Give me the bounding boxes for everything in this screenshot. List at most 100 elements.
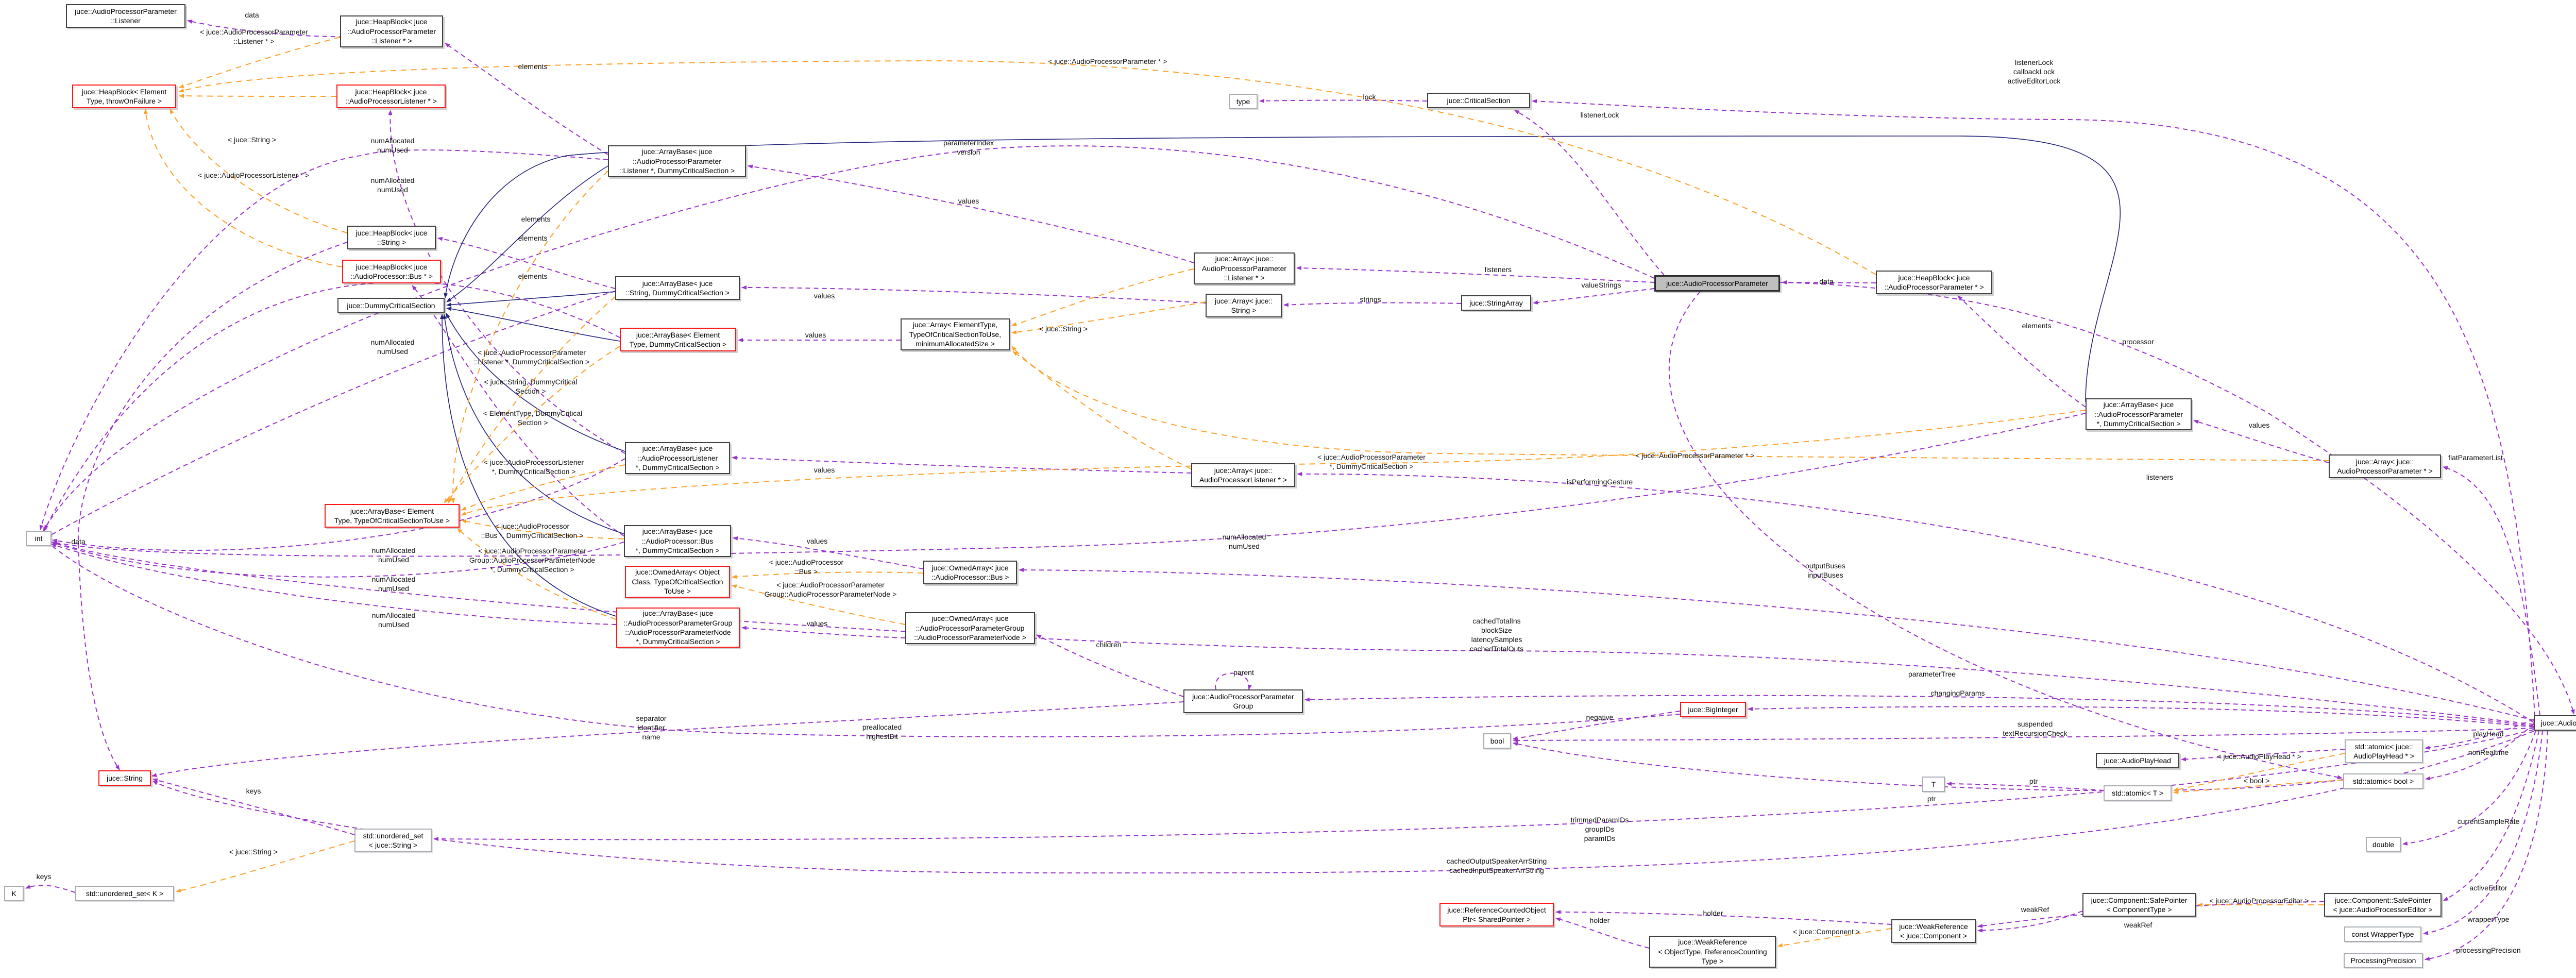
node-label-line: ::AudioProcessorParameter * > [1884, 283, 1984, 291]
edge-label: values [805, 331, 826, 340]
edge-label-line: children [1096, 640, 1122, 649]
edge-label: values [958, 197, 979, 206]
node-arraybase-parameternode[interactable]: juce::ArrayBase< juce::AudioProcessorPar… [616, 608, 740, 648]
edge-label: < juce::AudioProcessor::Bus > [769, 558, 843, 577]
node-unordered-set-string[interactable]: std::unordered_set< juce::String > [354, 829, 432, 852]
node-heapblock-audioprocessorlistener[interactable]: juce::HeapBlock< juce::AudioProcessorLis… [336, 85, 446, 108]
node-arraybase-string[interactable]: juce::ArrayBase< juce::String, DummyCrit… [615, 276, 740, 300]
node-weak-reference-component[interactable]: juce::WeakReference< juce::Component > [1891, 919, 1976, 943]
node-ownedarray-parameternode[interactable]: juce::OwnedArray< juce::AudioProcessorPa… [905, 612, 1035, 644]
node-safepointer-template[interactable]: juce::Component::SafePointer< ComponentT… [2082, 893, 2196, 917]
diagram-edge [170, 109, 348, 233]
node-int-box[interactable]: int [26, 531, 52, 546]
node-label-line: ProcessingPrecision [2350, 956, 2416, 965]
edge-label: listeners [2146, 473, 2173, 482]
node-label-line: type [1236, 97, 1250, 106]
node-safepointer-editor[interactable]: juce::Component::SafePointer< juce::Audi… [2324, 893, 2442, 917]
node-label-line: ::Listener *, DummyCriticalSection > [619, 166, 735, 175]
node-label-line: ::Listener * > [371, 37, 412, 45]
node-arraybase-bus[interactable]: juce::ArrayBase< juce::AudioProcessor::B… [624, 525, 731, 557]
node-label-line: Type, DummyCriticalSection > [630, 340, 726, 348]
node-label-line: juce::DummyCriticalSection [347, 301, 435, 310]
node-unordered-set-k[interactable]: std::unordered_set< K > [75, 886, 174, 901]
node-t-box[interactable]: T [1922, 777, 1945, 792]
edge-label-line: numUsed [377, 146, 408, 154]
edge-label-line: < juce::String > [229, 848, 278, 856]
node-heapblock-parameter-ptr[interactable]: juce::HeapBlock< juce::AudioProcessorPar… [1876, 271, 1992, 294]
node-juce-string[interactable]: juce::String [98, 770, 151, 786]
node-heapblock-bus-ptr[interactable]: juce::HeapBlock< juce::AudioProcessor::B… [342, 260, 441, 283]
diagram-edge [2423, 730, 2543, 935]
node-audio-play-head[interactable]: juce::AudioPlayHead [2096, 753, 2179, 768]
edge-label: < juce::AudioProcessorParameter*, DummyC… [1317, 453, 1426, 471]
diagram-edge [741, 285, 1206, 303]
node-double-box[interactable]: double [2366, 837, 2401, 852]
node-audio-processor-parameter-listener[interactable]: juce::AudioProcessorParameter::Listener [66, 4, 185, 28]
node-audio-processor-parameter[interactable]: juce::AudioProcessorParameter [1654, 275, 1780, 292]
node-weak-reference-template[interactable]: juce::WeakReference< ObjectType, Referen… [1649, 936, 1776, 968]
node-processing-precision[interactable]: ProcessingPrecision [2344, 953, 2423, 968]
diagram-edge [733, 536, 924, 569]
node-string-array[interactable]: juce::StringArray [1461, 295, 1531, 311]
edge-label-line: preallocated [862, 723, 902, 732]
node-label-line: Type, throwOnFailure > [87, 97, 162, 105]
edge-label-line: < juce::AudioProcessorParameter [776, 581, 885, 589]
edge-label-line: nonRealtime [2468, 748, 2509, 757]
diagram-edge [732, 456, 1192, 474]
node-bool-box[interactable]: bool [1483, 733, 1511, 749]
edge-label-line: ::Bus *, DummyCriticalSection > [481, 531, 584, 539]
node-label-line: AudioProcessorListener * > [1199, 476, 1287, 484]
node-big-integer[interactable]: juce::BigInteger [1680, 702, 1746, 717]
node-atomic-playhead-ptr[interactable]: std::atomic< juce::AudioPlayHead * > [2345, 739, 2423, 763]
diagram-edge [44, 145, 1655, 530]
edge-label-line: values [806, 537, 828, 546]
node-label-line: juce::AudioProcessor [2540, 718, 2576, 727]
diagram-edge [388, 110, 625, 454]
node-label-line: int [35, 534, 43, 543]
node-label-line: juce::OwnedArray< Object [635, 568, 720, 577]
node-k-box[interactable]: K [4, 886, 24, 901]
node-const-wrappertype[interactable]: const WrapperType [2344, 926, 2421, 942]
node-critical-section[interactable]: juce::CriticalSection [1427, 93, 1530, 108]
node-heapblock-app-listener-ptr[interactable]: juce::HeapBlock< juce::AudioProcessorPar… [340, 15, 443, 47]
node-type-box[interactable]: type [1229, 94, 1258, 109]
node-label-line: minimumAllocatedSize > [916, 340, 995, 348]
node-array-parameter-ptr[interactable]: juce::Array< juce::AudioProcessorParamet… [2329, 454, 2441, 478]
edge-label: listeners [1485, 265, 1512, 275]
edge-label-line: valueStrings [1581, 281, 1621, 290]
node-array-elementtype[interactable]: juce::Array< ElementType,TypeOfCriticalS… [901, 318, 1010, 350]
edge-label-line: holder [1703, 909, 1723, 918]
node-atomic-bool[interactable]: std::atomic< bool > [2343, 773, 2424, 789]
diagram-edge [187, 20, 443, 38]
edge-label-line: values [806, 619, 828, 628]
edge-label-line: ptr [2029, 777, 2038, 786]
node-arraybase-app-listener[interactable]: juce::ArrayBase< juce::AudioProcessorPar… [608, 145, 746, 177]
node-array-audioprocessorlistener[interactable]: juce::Array< juce::AudioProcessorListene… [1191, 463, 1295, 487]
edge-label: weakRef [2124, 921, 2152, 930]
node-audio-processor[interactable]: juce::AudioProcessor [2534, 715, 2576, 731]
node-heapblock-string[interactable]: juce::HeapBlock< juce::String > [347, 226, 436, 249]
edge-label-line: elements [518, 234, 548, 243]
node-array-app-listener-ptr[interactable]: juce::Array< juce::AudioProcessorParamet… [1194, 252, 1295, 284]
diagram-edge [445, 43, 608, 155]
node-dummy-critical-section[interactable]: juce::DummyCriticalSection [337, 298, 445, 313]
edge-label-line: elements [2022, 322, 2052, 330]
diagram-edge [1011, 268, 1194, 326]
node-arraybase-audioprocessorlistener[interactable]: juce::ArrayBase< juce::AudioProcessorLis… [625, 442, 730, 474]
diagram-edge [45, 539, 2534, 725]
node-ownedarray-bus[interactable]: juce::OwnedArray< juce::AudioProcessor::… [923, 561, 1017, 584]
diagram-edge [457, 528, 617, 620]
node-atomic-t[interactable]: std::atomic< T > [2104, 785, 2172, 801]
node-array-string[interactable]: juce::Array< juce::String > [1206, 294, 1282, 317]
edge-label: values [814, 292, 835, 301]
node-arraybase-parameter[interactable]: juce::ArrayBase< juce::AudioProcessorPar… [2086, 398, 2192, 430]
node-label-line: juce::ArrayBase< juce [642, 279, 713, 288]
diagram-edge [1011, 346, 2329, 461]
diagram-edge [2425, 730, 2548, 961]
